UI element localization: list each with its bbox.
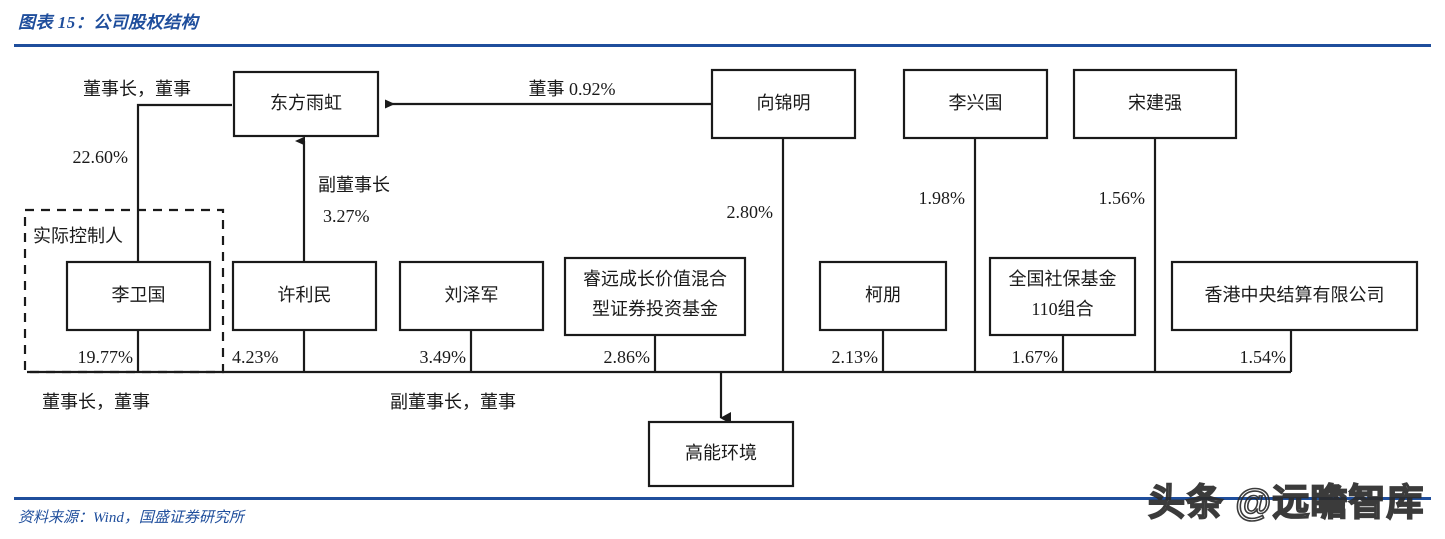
edge-label-director-0-92: 董事 0.92% bbox=[529, 79, 616, 99]
node-kepeng[interactable]: 柯朋 bbox=[818, 260, 948, 332]
node-xiangjinming[interactable]: 向锦明 bbox=[710, 68, 857, 140]
node-liuzejun[interactable]: 刘泽军 bbox=[398, 260, 545, 332]
node-label-gaonenghuanjing: 高能环境 bbox=[685, 443, 757, 463]
connector-liweiguo-to-dongfangyuhong bbox=[136, 103, 232, 262]
edge-label-pct-1-67: 1.67% bbox=[1012, 347, 1059, 367]
source-note: 资料来源：Wind，国盛证券研究所 bbox=[18, 510, 244, 526]
edge-label-pct-1-98: 1.98% bbox=[919, 188, 966, 208]
node-label-kepeng: 柯朋 bbox=[865, 285, 901, 305]
title-divider-top bbox=[14, 44, 1431, 47]
edge-label-chairman-director-bottom: 董事长，董事 bbox=[42, 392, 150, 412]
node-ruiyuan-fund[interactable]: 睿远成长价值混合 型证券投资基金 bbox=[563, 256, 747, 337]
edge-label-pct-1-54: 1.54% bbox=[1240, 347, 1287, 367]
source-divider-bottom bbox=[14, 497, 1431, 500]
node-xulimin[interactable]: 许利民 bbox=[231, 260, 378, 332]
node-lixingguo[interactable]: 李兴国 bbox=[902, 68, 1049, 140]
edge-label-chairman-director-top: 董事长，董事 bbox=[83, 79, 191, 99]
node-hkscc[interactable]: 香港中央结算有限公司 bbox=[1170, 260, 1419, 332]
node-label-ssf110-line2: 110组合 bbox=[1031, 299, 1093, 319]
actual-controller-group-box bbox=[23, 208, 225, 374]
node-dongfangyuhong[interactable]: 东方雨虹 bbox=[232, 70, 380, 138]
node-liweiguo[interactable]: 李卫国 bbox=[65, 260, 212, 332]
node-label-ruiyuan-fund-line2: 型证券投资基金 bbox=[592, 299, 718, 319]
node-label-songjianqiang: 宋建强 bbox=[1128, 93, 1182, 113]
figure-title: 图表 15：公司股权结构 bbox=[18, 13, 199, 32]
edge-label-pct-1-56: 1.56% bbox=[1099, 188, 1146, 208]
node-label-liuzejun: 刘泽军 bbox=[445, 285, 499, 305]
node-label-hkscc: 香港中央结算有限公司 bbox=[1205, 285, 1385, 305]
edge-label-pct-19-77: 19.77% bbox=[78, 347, 134, 367]
node-songjianqiang[interactable]: 宋建强 bbox=[1072, 68, 1238, 140]
edge-label-pct-3-27: 3.27% bbox=[323, 206, 370, 226]
node-label-xulimin: 许利民 bbox=[278, 285, 332, 305]
node-label-lixingguo: 李兴国 bbox=[949, 93, 1003, 113]
edge-label-pct-4-23: 4.23% bbox=[232, 347, 279, 367]
node-label-dongfangyuhong: 东方雨虹 bbox=[270, 93, 342, 113]
group-label-actual-controller: 实际控制人 bbox=[33, 226, 123, 246]
edge-label-pct-3-49: 3.49% bbox=[420, 347, 467, 367]
node-label-liweiguo: 李卫国 bbox=[112, 285, 166, 305]
node-label-xiangjinming: 向锦明 bbox=[757, 93, 811, 113]
node-label-ssf110-line1: 全国社保基金 bbox=[1009, 269, 1117, 289]
edge-label-pct-22-60: 22.60% bbox=[73, 147, 129, 167]
edge-label-pct-2-86: 2.86% bbox=[604, 347, 651, 367]
watermark: 头条 @远瞻智库 bbox=[1147, 481, 1425, 524]
node-gaonenghuanjing[interactable]: 高能环境 bbox=[647, 420, 795, 488]
edge-label-pct-2-80: 2.80% bbox=[727, 202, 774, 222]
node-label-ruiyuan-fund-line1: 睿远成长价值混合 bbox=[583, 269, 727, 289]
node-ssf110[interactable]: 全国社保基金 110组合 bbox=[988, 256, 1137, 337]
edge-label-vice-chairman-director-bottom: 副董事长，董事 bbox=[390, 392, 516, 412]
edge-label-vice-chairman: 副董事长 bbox=[318, 175, 390, 195]
edge-label-pct-2-13: 2.13% bbox=[832, 347, 879, 367]
